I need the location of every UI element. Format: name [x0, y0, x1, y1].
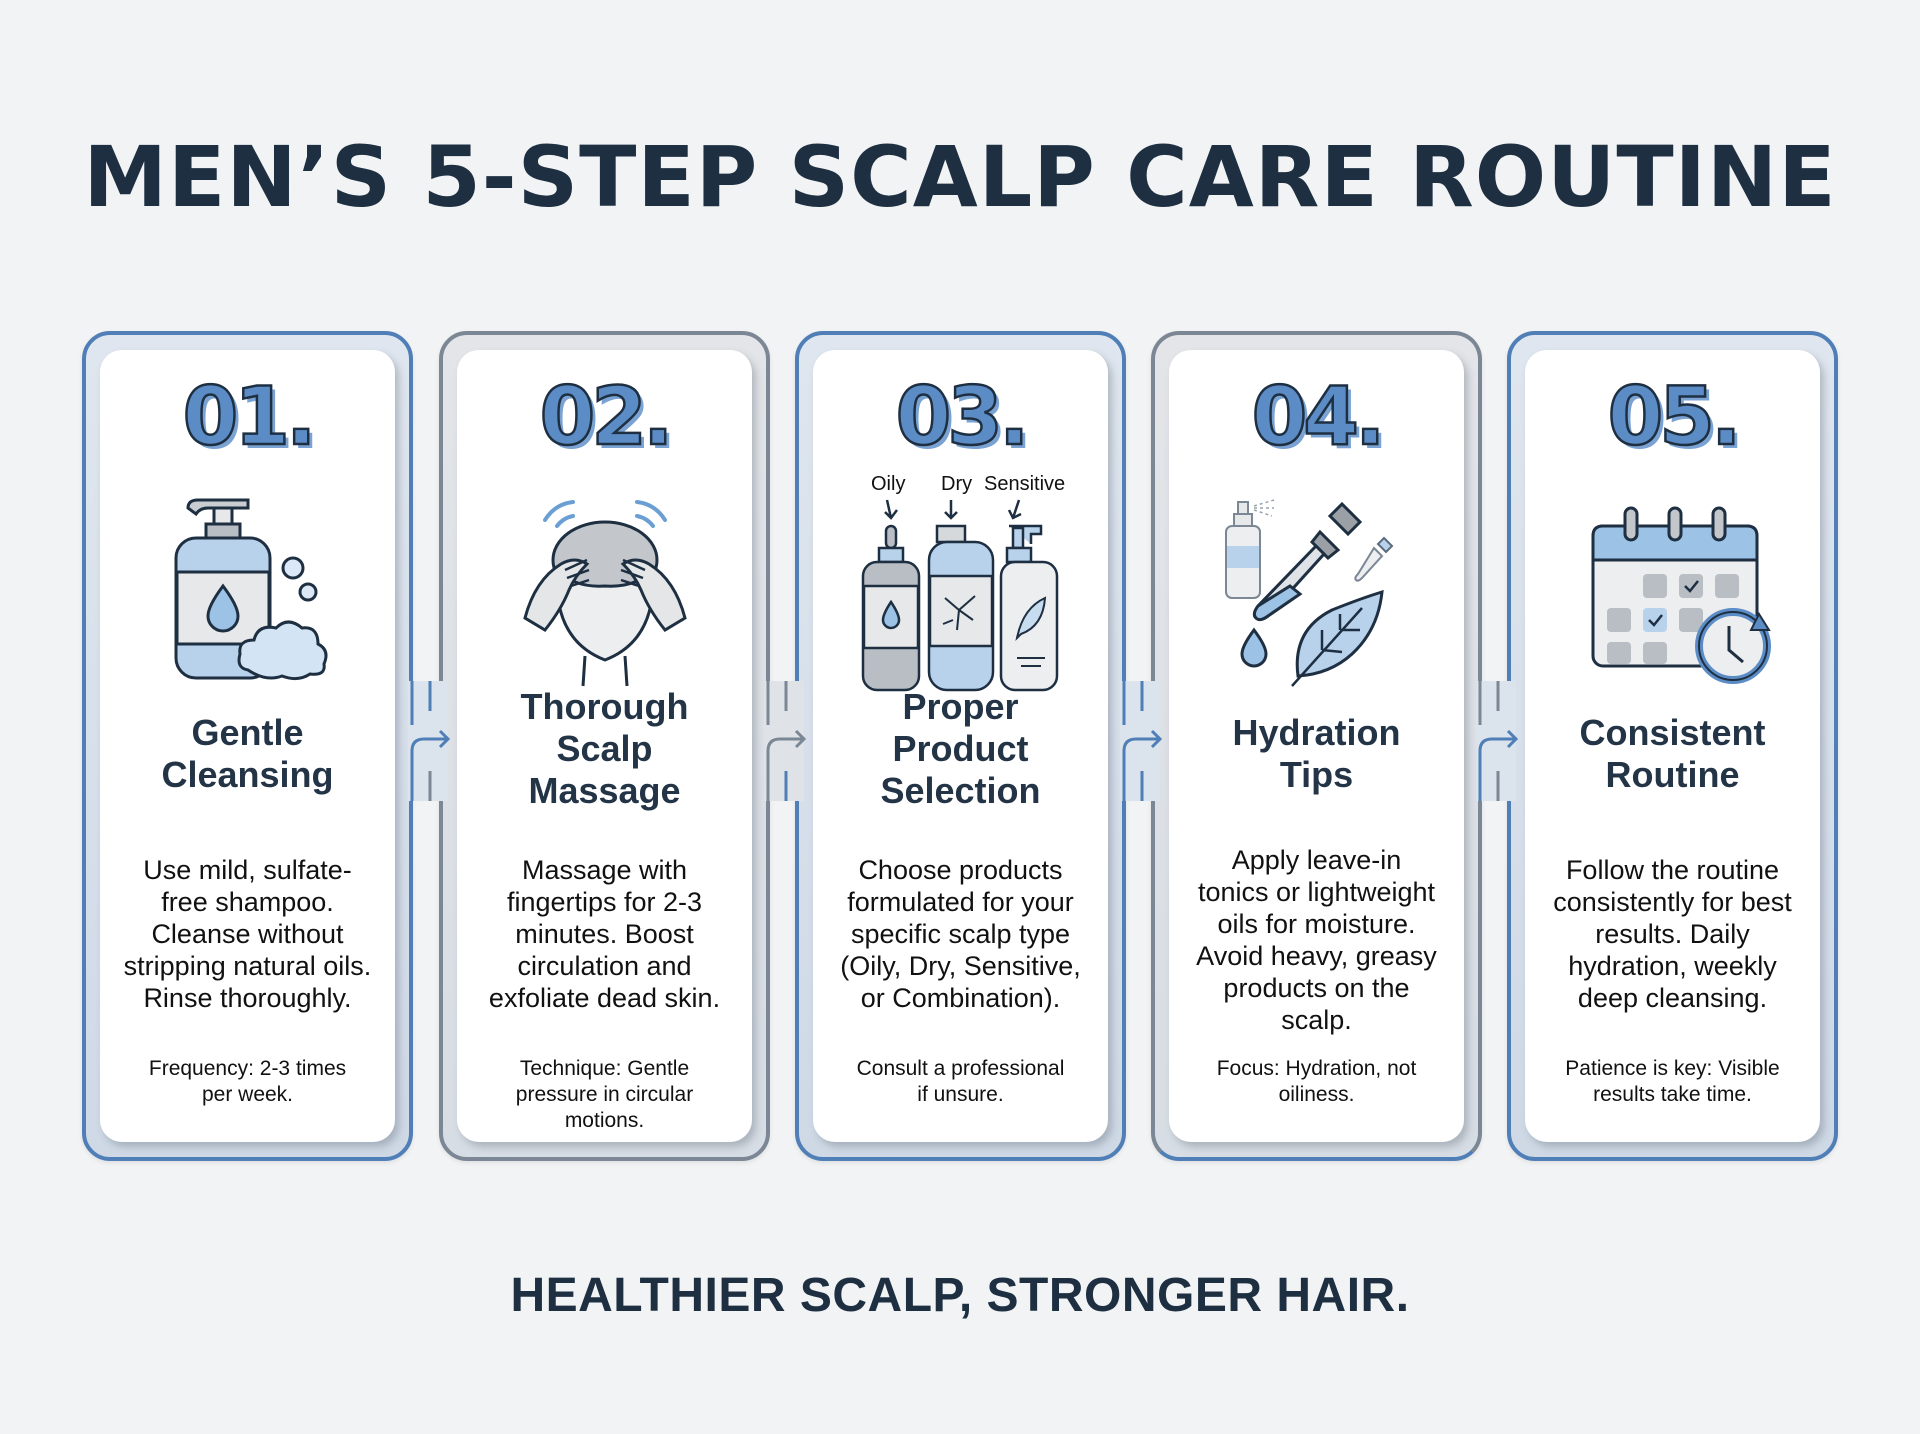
step-note: Focus: Hydration, not oiliness. — [1179, 1056, 1454, 1108]
heading-line: Consistent — [1579, 712, 1766, 753]
body-line: Use mild, sulfate- — [143, 855, 352, 885]
note-line: Focus: Hydration, not — [1216, 1057, 1417, 1080]
note-line: oiliness. — [1278, 1083, 1355, 1106]
step-description: Massage with fingertips for 2-3 minutes.… — [465, 854, 744, 1014]
body-line: Cleanse without — [151, 919, 344, 949]
heading-line: Routine — [1605, 754, 1740, 795]
step-description: Follow the routine consistently for best… — [1533, 854, 1812, 1014]
body-line: Avoid heavy, greasy — [1196, 941, 1437, 971]
step-number: 02. — [538, 369, 674, 465]
step-card-5-inner: 05. — [1525, 350, 1820, 1142]
body-line: specific scalp type — [850, 919, 1071, 949]
label-dry: Dry — [941, 473, 972, 495]
body-line: Massage with — [521, 855, 688, 885]
step-card-3-inner: 03. Oily Dry Sensitive — [813, 350, 1108, 1142]
step-heading: Consistent Routine — [1535, 712, 1810, 796]
note-line: Patience is key: Visible — [1565, 1057, 1780, 1080]
heading-line: Scalp — [556, 728, 653, 769]
body-line: oils for moisture. — [1217, 909, 1416, 939]
note-line: per week. — [201, 1083, 294, 1106]
step-note: Consult a professional if unsure. — [823, 1056, 1098, 1108]
body-line: deep cleansing. — [1577, 983, 1768, 1013]
body-line: fingertips for 2-3 — [506, 887, 703, 917]
heading-line: Gentle — [191, 712, 304, 753]
body-line: circulation and — [517, 951, 692, 981]
body-line: consistently for best — [1553, 887, 1792, 917]
step-note: Frequency: 2-3 times per week. — [110, 1056, 385, 1108]
dropper-leaf-spray-icon — [1169, 490, 1464, 690]
note-line: results take time. — [1593, 1083, 1752, 1106]
step-card-1: 01. Gentle Cleansing Use — [82, 331, 413, 1161]
step-note: Technique: Gentle pressure in circular m… — [467, 1056, 742, 1134]
arrow-connector-icon — [1120, 681, 1163, 801]
body-line: (Oily, Dry, Sensitive, — [840, 951, 1081, 981]
step-heading: Proper Product Selection — [823, 686, 1098, 812]
body-line: formulated for your — [847, 887, 1074, 917]
body-line: Follow the routine — [1565, 855, 1780, 885]
body-line: Choose products — [858, 855, 1063, 885]
step-card-4: 04. — [1151, 331, 1482, 1161]
heading-line: Hydration — [1232, 712, 1401, 753]
label-sensitive: Sensitive — [984, 473, 1065, 495]
heading-line: Product — [892, 728, 1029, 769]
heading-line: Tips — [1279, 754, 1354, 795]
calendar-clock-icon — [1525, 490, 1820, 690]
note-line: Technique: Gentle — [519, 1057, 690, 1080]
body-line: Rinse thoroughly. — [143, 983, 352, 1013]
body-line: tonics or lightweight — [1197, 877, 1436, 907]
arrow-connector-icon — [408, 681, 451, 801]
body-line: minutes. Boost — [515, 919, 694, 949]
step-description: Apply leave-in tonics or lightweight oil… — [1177, 844, 1456, 1036]
step-number: 04. — [1250, 369, 1386, 465]
body-line: or Combination). — [860, 983, 1061, 1013]
step-card-1-inner: 01. Gentle Cleansing Use — [100, 350, 395, 1142]
step-card-2-inner: 02. Thorough Scalp — [457, 350, 752, 1142]
steps-row: 01. Gentle Cleansing Use — [82, 331, 1838, 1161]
step-description: Choose products formulated for your spec… — [821, 854, 1100, 1014]
step-heading: Hydration Tips — [1179, 712, 1454, 796]
heading-line: Cleansing — [161, 754, 334, 795]
arrow-connector-icon — [1476, 681, 1519, 801]
heading-line: Selection — [880, 770, 1041, 811]
step-heading: Thorough Scalp Massage — [467, 686, 742, 812]
tagline: HEALTHIER SCALP, STRONGER HAIR. — [510, 1269, 1410, 1322]
three-bottles-icon: Oily Dry Sensitive — [813, 468, 1108, 693]
arrow-connector-icon — [764, 681, 807, 801]
step-number: 03. — [894, 369, 1030, 465]
step-number: 05. — [1606, 369, 1742, 465]
note-line: Consult a professional — [856, 1057, 1065, 1080]
note-line: Frequency: 2-3 times — [148, 1057, 347, 1080]
step-card-3: 03. Oily Dry Sensitive — [795, 331, 1126, 1161]
label-oily: Oily — [871, 473, 905, 495]
body-line: free shampoo. — [161, 887, 334, 917]
page-title: MEN’S 5-STEP SCALP CARE ROUTINE — [83, 128, 1837, 226]
body-line: hydration, weekly — [1568, 951, 1777, 981]
body-line: scalp. — [1281, 1005, 1352, 1035]
body-line: results. Daily — [1595, 919, 1750, 949]
body-line: products on the — [1223, 973, 1410, 1003]
step-heading: Gentle Cleansing — [110, 712, 385, 796]
step-card-2: 02. Thorough Scalp — [439, 331, 770, 1161]
step-card-4-inner: 04. — [1169, 350, 1464, 1142]
head-massage-icon — [457, 490, 752, 690]
body-line: Apply leave-in — [1231, 845, 1402, 875]
step-card-5: 05. — [1507, 331, 1838, 1161]
step-note: Patience is key: Visible results take ti… — [1535, 1056, 1810, 1108]
heading-line: Massage — [528, 770, 681, 811]
body-line: exfoliate dead skin. — [488, 983, 721, 1013]
body-line: stripping natural oils. — [123, 951, 372, 981]
note-line: if unsure. — [917, 1083, 1004, 1106]
step-description: Use mild, sulfate- free shampoo. Cleanse… — [108, 854, 387, 1014]
pump-bottle-foam-icon — [100, 490, 395, 690]
note-line: pressure in circular — [515, 1083, 694, 1106]
heading-line: Thorough — [520, 686, 689, 727]
note-line: motions. — [564, 1109, 645, 1132]
heading-line: Proper — [902, 686, 1019, 727]
step-number: 01. — [181, 369, 317, 465]
